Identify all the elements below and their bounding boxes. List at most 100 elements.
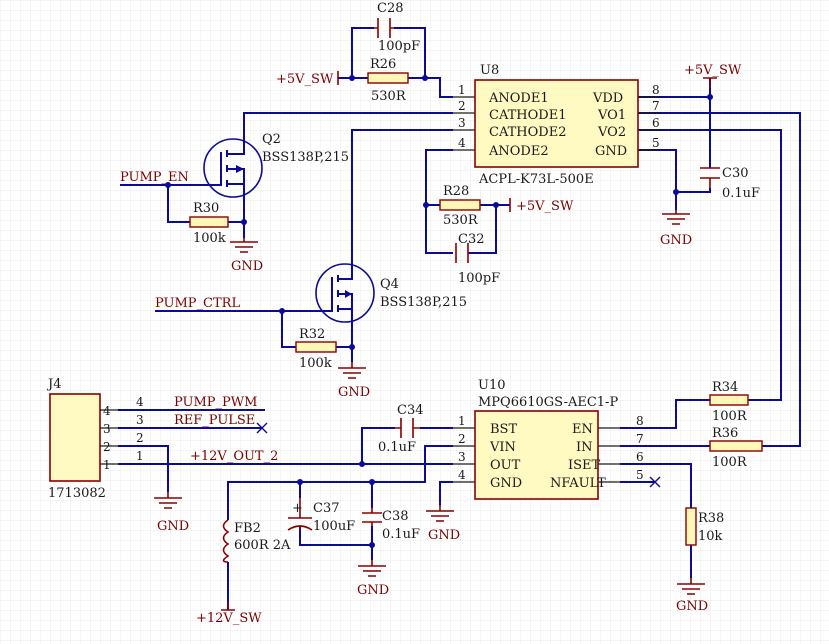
u10-pin-name: ISET bbox=[568, 458, 601, 473]
u8-pin-num: 4 bbox=[458, 136, 466, 150]
j4-ref: J4 bbox=[46, 377, 61, 392]
ic-u8: U8 ACPL-K73L-500E 1 2 3 4 ANODE1 CATHODE… bbox=[453, 63, 660, 187]
mosfet-q4: Q4 BSS138P,215 bbox=[315, 262, 467, 323]
no-connect-icon bbox=[649, 476, 661, 488]
j4-wire-num: 3 bbox=[136, 413, 144, 427]
r36-ref: R36 bbox=[712, 426, 738, 441]
ferrite-fb2: FB2 600R 2A bbox=[222, 519, 291, 563]
no-connect-markers bbox=[256, 422, 661, 488]
capacitor-c30: C30 0.1uF bbox=[700, 166, 760, 201]
fb2-value: 600R 2A bbox=[234, 538, 291, 553]
net-label-pump-ctrl: PUMP_CTRL bbox=[155, 296, 240, 311]
net-label-pump-pwm: PUMP_PWM bbox=[174, 395, 257, 410]
no-connect-icon bbox=[256, 422, 268, 434]
resistor-r32: R32 100k bbox=[295, 327, 337, 371]
c37-value: 100uF bbox=[313, 519, 355, 534]
j4-pin-num: 3 bbox=[103, 422, 111, 436]
u10-pin-num: 6 bbox=[636, 450, 644, 464]
q2-value: BSS138P,215 bbox=[262, 150, 349, 165]
q4-ref: Q4 bbox=[380, 277, 399, 292]
ground-u10: GND bbox=[426, 505, 460, 543]
gnd-label: GND bbox=[231, 259, 263, 274]
u8-pin-name: GND bbox=[595, 144, 627, 159]
u8-pin-num: 1 bbox=[458, 83, 466, 97]
capacitor-c32: C32 100pF bbox=[455, 232, 500, 286]
c38-value: 0.1uF bbox=[382, 527, 420, 542]
u8-pin-name: VO1 bbox=[597, 108, 626, 123]
c38-ref: C38 bbox=[382, 509, 409, 524]
r32-value: 100k bbox=[299, 356, 332, 371]
q2-ref: Q2 bbox=[262, 132, 281, 147]
net-label-5v-sw: +5V_SW bbox=[276, 72, 334, 87]
u10-pin-name: VIN bbox=[489, 440, 516, 455]
j4-pin-num: 4 bbox=[103, 404, 111, 418]
u8-pin-name: VDD bbox=[592, 91, 623, 106]
r30-ref: R30 bbox=[193, 201, 219, 216]
c28-value: 100pF bbox=[378, 39, 420, 54]
j4-wire-num: 1 bbox=[136, 449, 144, 463]
connector-j4: J4 1713082 4 3 2 1 4 3 2 1 bbox=[46, 377, 144, 501]
c34-ref: C34 bbox=[397, 403, 424, 418]
power-port-5v-left: +5V_SW bbox=[276, 71, 339, 87]
u8-pin-name: VO2 bbox=[597, 125, 626, 140]
gnd-label: GND bbox=[676, 599, 708, 614]
u10-pin-name: BST bbox=[490, 422, 517, 437]
r26-ref: R26 bbox=[370, 57, 396, 72]
ground-u8: GND bbox=[660, 210, 692, 248]
c37-plus-sign: + bbox=[292, 501, 303, 516]
r26-value: 530R bbox=[371, 89, 407, 104]
resistor-r26: R26 530R bbox=[367, 57, 409, 104]
u8-pin-name: ANODE2 bbox=[488, 144, 549, 159]
j4-pin-num: 2 bbox=[103, 440, 111, 454]
u8-pin-num: 2 bbox=[458, 99, 466, 113]
u8-pin-num: 5 bbox=[652, 136, 660, 150]
r36-value: 100R bbox=[712, 455, 748, 470]
c32-value: 100pF bbox=[458, 271, 500, 286]
gnd-label: GND bbox=[428, 528, 460, 543]
r34-ref: R34 bbox=[712, 380, 738, 395]
net-label-12v-out: +12V_OUT_2 bbox=[190, 449, 278, 464]
u8-pin-num: 7 bbox=[652, 99, 660, 113]
power-port-5v-top: +5V_SW bbox=[684, 63, 742, 88]
gnd-label: GND bbox=[357, 583, 389, 598]
power-port-5v-r28: +5V_SW bbox=[509, 198, 574, 214]
net-labels-j4: PUMP_PWM REF_PULSE +12V_OUT_2 bbox=[174, 395, 278, 464]
c30-value: 0.1uF bbox=[722, 186, 760, 201]
u8-pin-num: 3 bbox=[458, 116, 466, 130]
ground-r38: GND bbox=[676, 578, 708, 614]
ground-caps: GND bbox=[357, 560, 389, 598]
r38-ref: R38 bbox=[698, 511, 724, 526]
ic-u10: U10 MPQ6610GS-AEC1-P 1 2 3 4 BST VIN OUT… bbox=[453, 378, 644, 500]
u10-pin-name: IN bbox=[576, 440, 593, 455]
fb2-ref: FB2 bbox=[234, 521, 261, 536]
resistor-r36: R36 100R bbox=[709, 426, 763, 470]
j4-pin-num: 1 bbox=[103, 458, 111, 472]
resistor-r38: R38 10k bbox=[685, 507, 724, 546]
resistor-r28: R28 530R bbox=[439, 184, 481, 228]
net-label-pump-en: PUMP_EN bbox=[120, 170, 189, 185]
u8-ref: U8 bbox=[480, 63, 499, 78]
u10-pin-num: 8 bbox=[636, 414, 644, 428]
capacitor-c38: C38 0.1uF bbox=[362, 508, 420, 542]
q4-value: BSS138P,215 bbox=[380, 295, 467, 310]
gnd-label: GND bbox=[157, 519, 189, 534]
u8-pin-name: ANODE1 bbox=[488, 91, 549, 106]
r30-value: 100k bbox=[193, 231, 226, 246]
net-pump-ctrl: PUMP_CTRL bbox=[155, 296, 240, 311]
c30-ref: C30 bbox=[722, 166, 749, 181]
r38-value: 10k bbox=[698, 529, 723, 544]
capacitor-c28: C28 100pF bbox=[374, 1, 420, 54]
power-port-12v-sw: +12V_SW bbox=[196, 602, 262, 626]
c32-ref: C32 bbox=[458, 232, 485, 247]
capacitor-c37: + C37 100uF bbox=[287, 498, 355, 534]
u10-pin-num: 3 bbox=[458, 450, 466, 464]
r32-ref: R32 bbox=[299, 327, 325, 342]
u8-pin-num: 6 bbox=[652, 116, 660, 130]
u8-pin-num: 8 bbox=[652, 83, 660, 97]
u10-pin-num: 2 bbox=[458, 432, 466, 446]
gnd-label: GND bbox=[660, 233, 692, 248]
r34-value: 100R bbox=[712, 409, 748, 424]
c34-value: 0.1uF bbox=[378, 440, 416, 455]
u10-pin-name: NFAULT bbox=[550, 476, 606, 491]
